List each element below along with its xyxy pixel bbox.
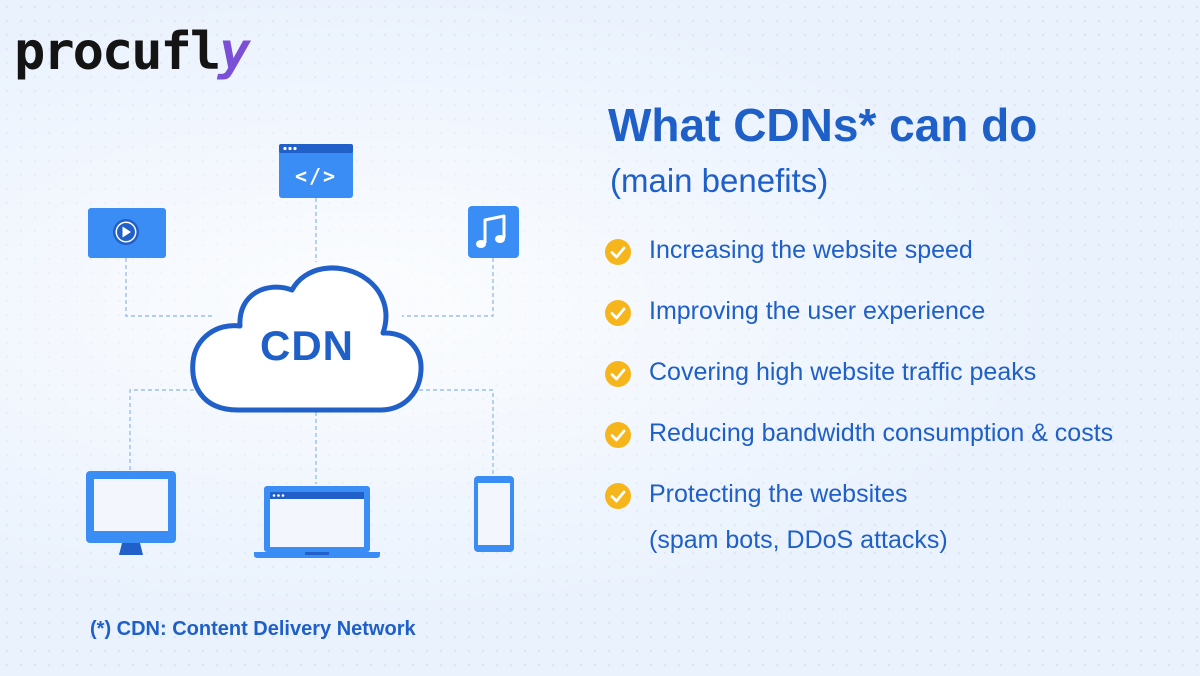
check-icon [605,239,631,265]
logo-tail: y [219,22,250,82]
connector-phone [410,389,494,474]
logo-text: procufl [14,22,221,82]
connector-desktop [129,389,218,470]
benefit-item-traffic: Covering high website traffic peaks [604,356,1113,417]
laptop-icon [254,486,380,558]
cdn-label: CDN [260,322,354,369]
procufly-logo: procufly [14,26,250,78]
music-note-icon [468,206,519,258]
check-icon [605,422,631,448]
page-subtitle: (main benefits) [610,162,829,199]
cdn-cloud-icon [190,265,424,413]
code-symbol: </> [295,164,337,188]
connector-video [125,258,212,317]
benefits-list: Increasing the website speed Improving t… [604,234,1113,554]
benefit-item-experience: Improving the user experience [604,295,1113,356]
cdn-diagram: </> [86,144,519,558]
desktop-monitor-icon [86,471,176,555]
page-title: What CDNs* can do [608,99,1038,151]
check-icon [605,483,631,509]
connector-music [402,258,494,317]
check-icon [605,361,631,387]
benefit-item-speed: Increasing the website speed [604,234,1113,295]
benefit-subtext: (spam bots, DDoS attacks) [649,526,948,554]
benefit-item-protection: Protecting the websites (spam bots, DDoS… [604,478,1113,554]
code-window-icon: </> [279,144,353,198]
benefit-text: Reducing bandwidth consumption & costs [649,419,1114,447]
check-icon [605,300,631,326]
benefit-text: Increasing the website speed [649,236,973,264]
benefit-text: Covering high website traffic peaks [649,358,1037,386]
smartphone-icon [474,476,514,552]
connector-lines [125,198,494,484]
benefit-text: Improving the user experience [649,297,986,325]
video-play-icon [88,208,166,258]
benefit-text: Protecting the websites [649,480,908,508]
benefit-item-bandwidth: Reducing bandwidth consumption & costs [604,417,1113,478]
footnote: (*) CDN: Content Delivery Network [90,618,416,640]
